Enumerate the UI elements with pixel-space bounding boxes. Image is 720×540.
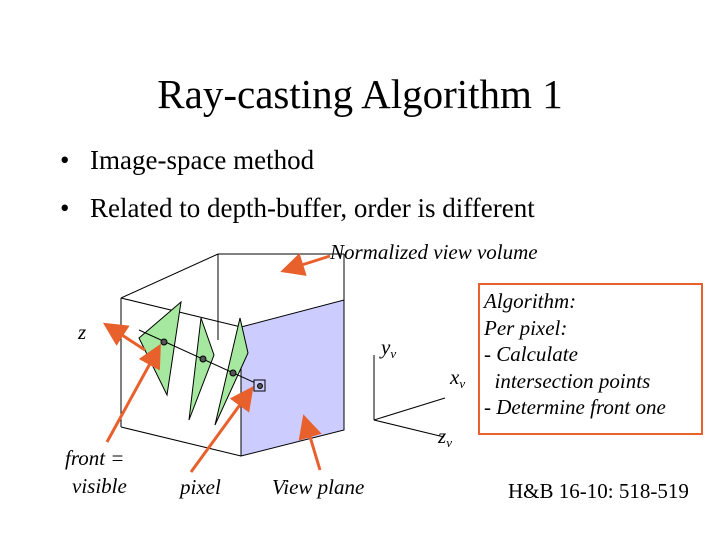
bullet-marker: • bbox=[60, 145, 70, 175]
xv-base: x bbox=[449, 365, 460, 389]
xv-label: xv bbox=[449, 365, 465, 391]
intersection-point bbox=[199, 355, 207, 363]
zv-base: z bbox=[437, 424, 446, 448]
algorithm-line: Per pixel: bbox=[484, 315, 568, 340]
front-arrow bbox=[105, 343, 161, 443]
reference-text: H&B 16-10: 518-519 bbox=[508, 479, 689, 503]
algorithm-line: - Determine front one bbox=[484, 395, 666, 419]
pixel-point bbox=[257, 383, 263, 389]
xv-axis bbox=[373, 397, 446, 421]
front-label-line1: front = bbox=[65, 446, 124, 470]
coordinate-axes bbox=[373, 355, 446, 438]
zv-axis bbox=[373, 419, 445, 438]
view-volume-cube bbox=[120, 253, 345, 457]
view-plane-label: View plane bbox=[272, 475, 364, 499]
view-plane bbox=[240, 299, 345, 457]
algorithm-line: intersection points bbox=[484, 368, 651, 393]
zv-label: zv bbox=[437, 424, 452, 450]
bullet-marker: • bbox=[60, 193, 70, 223]
bullet-item: • Related to depth-buffer, order is diffe… bbox=[60, 193, 535, 224]
xv-sub: v bbox=[459, 376, 465, 391]
bullet-item: • Image-space method bbox=[60, 145, 314, 176]
view-plane-arrow bbox=[298, 414, 322, 471]
volume-label: Normalized view volume bbox=[329, 240, 538, 264]
intersection-point bbox=[229, 369, 237, 377]
object-triangle bbox=[188, 317, 215, 421]
front-label-line2: visible bbox=[72, 474, 127, 498]
algorithm-line: - Calculate bbox=[484, 342, 578, 366]
zv-sub: v bbox=[446, 435, 452, 450]
pixel-arrow bbox=[189, 386, 254, 473]
intersection-point bbox=[160, 338, 168, 346]
bullet-text: Related to depth-buffer, order is differ… bbox=[90, 193, 535, 223]
algorithm-text: Algorithm: Per pixel: - Calculate inters… bbox=[484, 288, 666, 421]
pixel-label: pixel bbox=[178, 475, 221, 499]
cube-edge bbox=[120, 253, 219, 299]
yv-base: y bbox=[379, 335, 391, 359]
z-label: z bbox=[77, 320, 86, 344]
cube-edge bbox=[120, 426, 242, 457]
volume-arrow bbox=[280, 253, 331, 276]
yv-label: yv bbox=[379, 335, 396, 361]
yv-sub: v bbox=[390, 346, 396, 361]
slide-title: Ray-casting Algorithm 1 bbox=[157, 71, 563, 117]
cube-edge bbox=[120, 297, 242, 328]
algorithm-line: Algorithm: bbox=[484, 289, 577, 313]
algorithm-box bbox=[478, 283, 703, 435]
bullet-text: Image-space method bbox=[90, 145, 315, 175]
